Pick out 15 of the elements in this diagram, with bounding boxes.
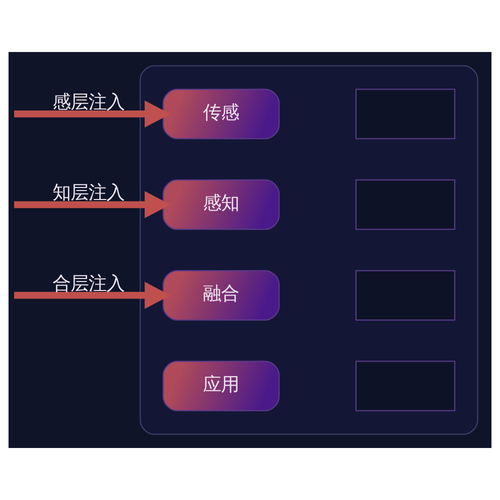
edge-label: 感层注入 (52, 92, 125, 114)
edge-label: 合层注入 (52, 273, 125, 294)
arrow (14, 100, 170, 128)
node-box (355, 88, 456, 140)
node-box: 传感 (162, 88, 280, 140)
node-box: 应用 (162, 360, 280, 412)
node-box: 融合 (162, 270, 280, 321)
arrow (14, 282, 170, 309)
node-box (355, 270, 456, 321)
edge-label: 知层注入 (52, 182, 125, 204)
cluster (140, 65, 478, 435)
arrow (14, 191, 170, 218)
node-box: 感知 (162, 179, 280, 230)
node-box (355, 360, 456, 412)
node-box (355, 179, 456, 230)
